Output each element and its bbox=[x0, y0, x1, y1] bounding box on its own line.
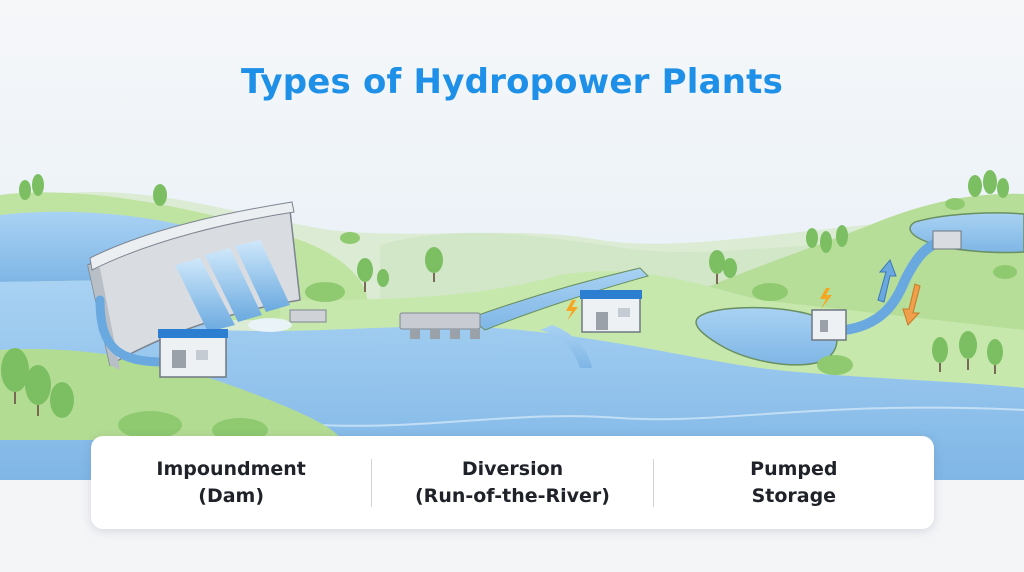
front-bank bbox=[0, 349, 340, 440]
powerhouse-icon bbox=[811, 309, 847, 341]
divider bbox=[371, 458, 373, 507]
label-line: (Dam) bbox=[198, 484, 265, 507]
label-pumped-storage: Pumped Storage bbox=[654, 456, 934, 510]
label-line: Storage bbox=[751, 484, 837, 507]
diversion-canal bbox=[468, 267, 649, 331]
arrow-up-icon bbox=[877, 259, 897, 303]
upper-lake bbox=[0, 211, 210, 282]
label-line: Pumped bbox=[750, 457, 838, 480]
divider bbox=[652, 458, 654, 507]
arrow-down-icon bbox=[902, 283, 921, 326]
weir bbox=[399, 312, 481, 339]
label-line: (Run-of-the-River) bbox=[415, 484, 610, 507]
powerhouse-icon bbox=[158, 329, 228, 378]
lightning-bolt-icon bbox=[820, 288, 832, 309]
pumped-penstock bbox=[840, 230, 962, 335]
page-title: Types of Hydropower Plants bbox=[240, 62, 784, 102]
powerhouse-icon bbox=[580, 290, 642, 333]
label-line: Impoundment bbox=[156, 457, 306, 480]
lightning-bolt-icon bbox=[566, 300, 578, 321]
plant-types-card: Impoundment (Dam) Diversion (Run-of-the-… bbox=[91, 436, 934, 529]
label-line: Diversion bbox=[461, 457, 564, 480]
label-impoundment: Impoundment (Dam) bbox=[91, 456, 371, 510]
label-diversion: Diversion (Run-of-the-River) bbox=[372, 456, 652, 510]
trees bbox=[1, 170, 1017, 442]
tree-trunks bbox=[14, 273, 996, 416]
dam-icon bbox=[87, 201, 327, 370]
